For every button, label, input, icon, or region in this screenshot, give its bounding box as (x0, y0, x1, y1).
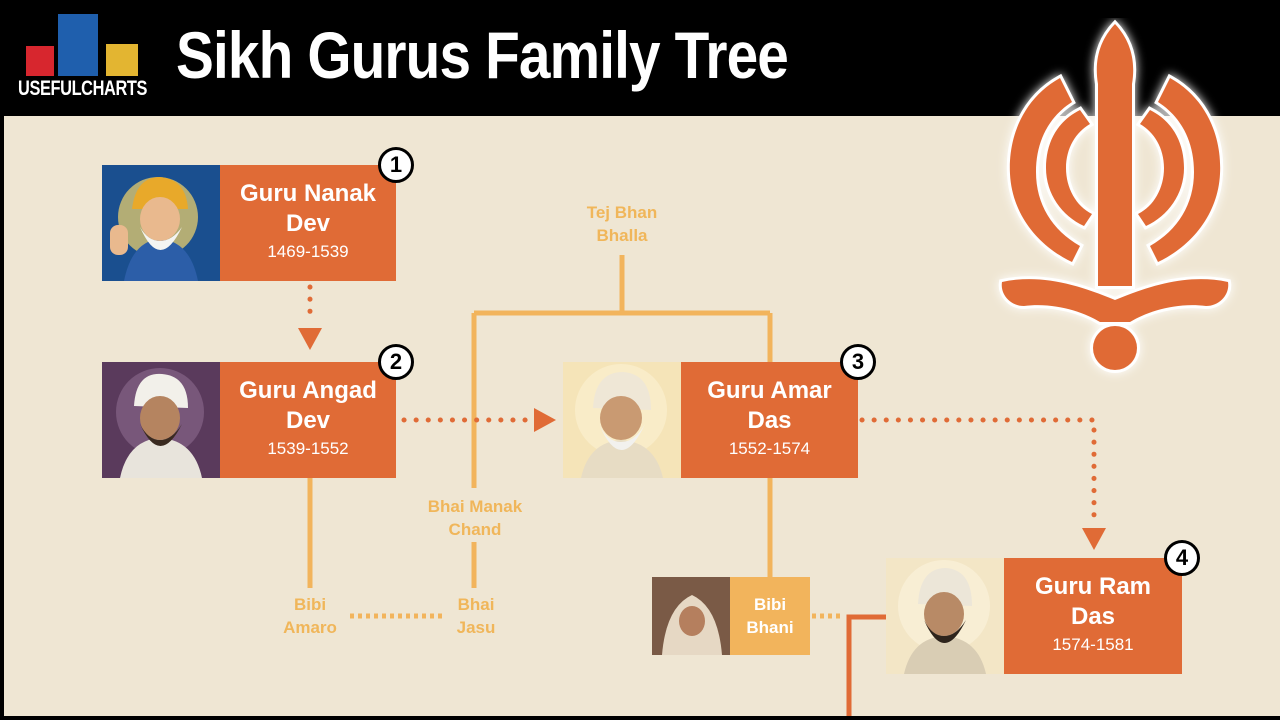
guru-2-name: Guru Angad Dev (239, 377, 377, 434)
header-bar: USEFULCHARTS Sikh Gurus Family Tree (0, 0, 1280, 116)
guru-1-name-box: Guru Nanak Dev 1469-1539 (220, 165, 396, 281)
guru-2-number-badge: 2 (378, 344, 414, 380)
guru-3-name: Guru Amar Das (707, 377, 832, 434)
guru-2-name-box: Guru Angad Dev 1539-1552 (220, 362, 396, 478)
bhalla-children-line (471, 255, 773, 488)
logo-yellow-bar (106, 44, 138, 76)
guru-2-card: Guru Angad Dev 1539-1552 2 (102, 344, 414, 478)
brand-name: USEFULCHARTS (18, 77, 148, 100)
logo-red-bar (26, 46, 54, 76)
guru-ram-das-portrait (886, 558, 1004, 674)
arrow-to-guru-2 (298, 328, 322, 350)
succession-3-4 (859, 417, 1097, 525)
guru-4-years: 1574-1581 (1052, 635, 1134, 654)
guru-1-card: Guru Nanak Dev 1469-1539 1 (102, 147, 414, 281)
guru-1-years: 1469-1539 (267, 242, 349, 261)
bibi-bhani-card: Bibi Bhani (652, 577, 810, 655)
guru-4-number-badge: 4 (1164, 540, 1200, 576)
page-title: Sikh Gurus Family Tree (176, 18, 789, 92)
guru-3-name-box: Guru Amar Das 1552-1574 (681, 362, 858, 478)
guru-amar-das-portrait (563, 362, 681, 478)
guru-3-number-badge: 3 (840, 344, 876, 380)
guru-nanak-portrait (102, 165, 220, 281)
bhai-jasu-label: Bhai Jasu (456, 595, 496, 637)
guru-1-number-badge: 1 (378, 147, 414, 183)
khanda-icon (998, 19, 1232, 373)
guru-4-card: Guru Ram Das 1574-1581 4 (886, 540, 1200, 674)
bibi-bhani-name: Bibi Bhani (746, 595, 794, 637)
bhai-manak-chand-label: Bhai Manak Chand (427, 497, 523, 539)
arrow-to-guru-4 (1082, 528, 1106, 550)
guru-3-years: 1552-1574 (728, 439, 811, 458)
guru-4-name: Guru Ram Das (1034, 573, 1151, 630)
ram-das-descendant-line (846, 614, 886, 716)
guru-1-name: Guru Nanak Dev (239, 180, 377, 237)
guru-3-card: Guru Amar Das 1552-1574 3 (563, 344, 876, 478)
bibi-amaro-label: Bibi Amaro (283, 595, 337, 637)
left-frame (0, 116, 4, 720)
bibi-bhani-portrait (652, 577, 730, 655)
usefulcharts-logo: USEFULCHARTS (14, 14, 162, 106)
bottom-frame (0, 716, 1280, 720)
guru-4-name-box: Guru Ram Das 1574-1581 (1004, 558, 1182, 674)
guru-2-years: 1539-1552 (267, 439, 349, 458)
arrow-to-guru-3 (534, 408, 556, 432)
tej-bhan-bhalla-label: Tej Bhan Bhalla (586, 203, 658, 245)
logo-blue-bar (58, 14, 98, 76)
guru-angad-portrait (102, 362, 220, 478)
bibi-bhani-name-box: Bibi Bhani (730, 577, 810, 655)
